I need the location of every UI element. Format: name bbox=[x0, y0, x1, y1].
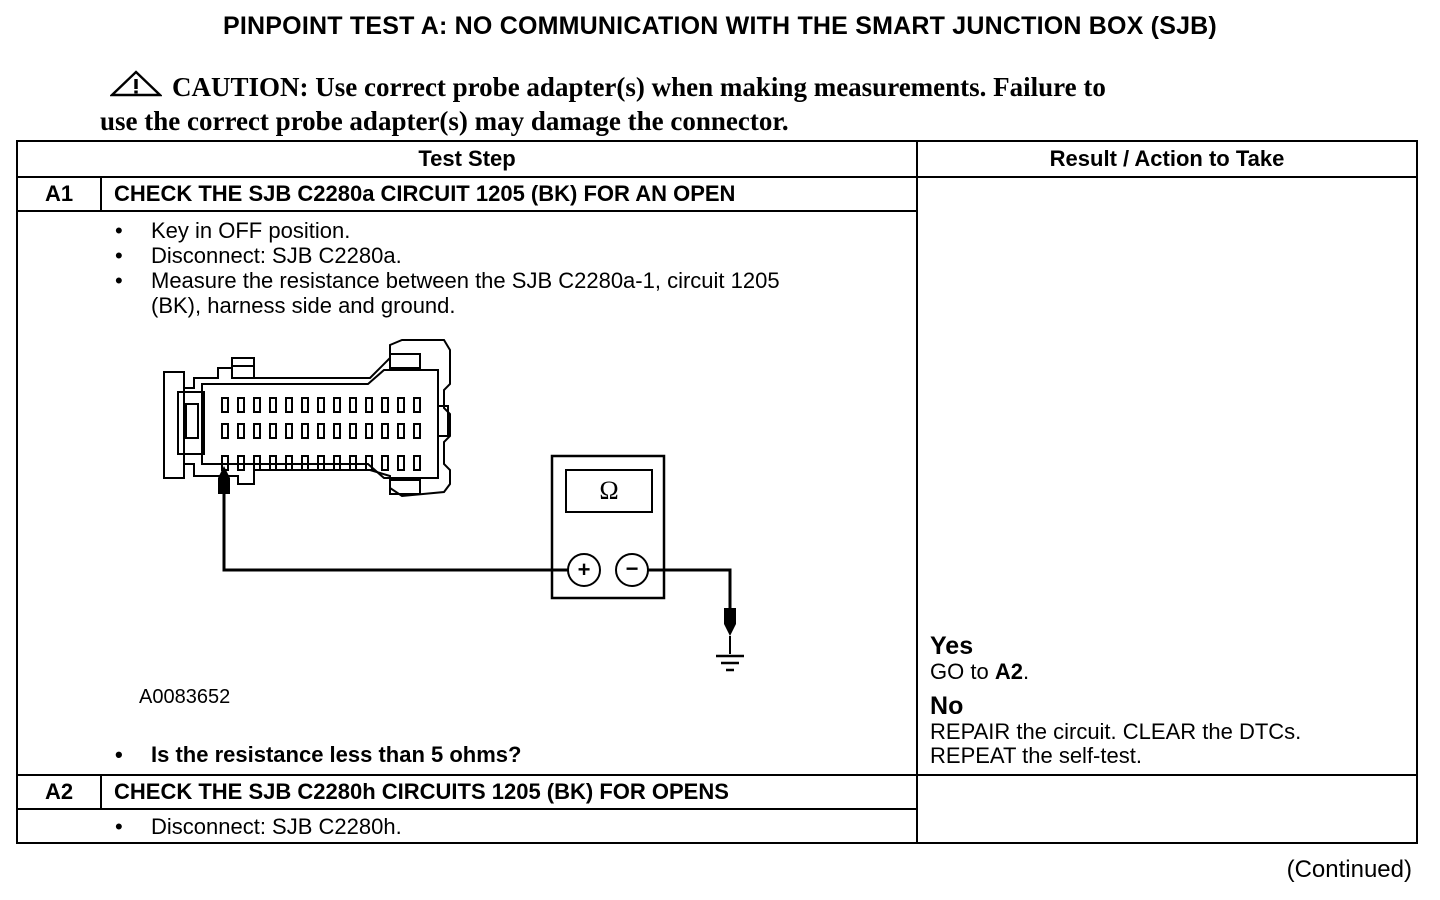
ohmmeter-icon bbox=[550, 454, 666, 600]
pinpoint-test-table: Test Step Result / Action to Take A1 CHE… bbox=[15, 140, 1419, 844]
result-no-action-1: REPAIR the circuit. CLEAR the DTCs. bbox=[930, 719, 1302, 744]
result-yes-label: Yes bbox=[930, 632, 974, 660]
minus-terminal: − bbox=[625, 556, 639, 581]
list-item: (BK), harness side and ground. bbox=[151, 293, 456, 318]
step-a2-header-row: A2 CHECK THE SJB C2280h CIRCUITS 1205 (B… bbox=[16, 774, 1419, 844]
caution-line-2: use the correct probe adapter(s) may dam… bbox=[100, 106, 789, 136]
step-a1-header-row: A1 CHECK THE SJB C2280a CIRCUIT 1205 (BK… bbox=[16, 176, 1419, 776]
result-a1: Yes GO to A2. No REPAIR the circuit. CLE… bbox=[930, 632, 1301, 768]
step-a1-body: •Key in OFF position. •Disconnect: SJB C… bbox=[15, 210, 919, 776]
list-item: •Disconnect: SJB C2280a. bbox=[115, 243, 402, 268]
step-a2-body: •Disconnect: SJB C2280h. bbox=[15, 808, 919, 844]
ohm-symbol: Ω bbox=[599, 476, 619, 505]
figure-label: A0083652 bbox=[139, 686, 231, 708]
page-title: PINPOINT TEST A: NO COMMUNICATION WITH T… bbox=[223, 12, 1217, 40]
step-id-a1: A1 bbox=[16, 176, 102, 212]
result-cell-a2 bbox=[916, 774, 1419, 844]
step-a1-question: • Is the resistance less than 5 ohms? bbox=[115, 742, 522, 767]
step-title-a1: CHECK THE SJB C2280a CIRCUIT 1205 (BK) F… bbox=[99, 176, 919, 212]
result-no-action-2: REPEAT the self-test. bbox=[930, 743, 1142, 768]
caution-line-1: CAUTION: Use correct probe adapter(s) wh… bbox=[172, 72, 1106, 102]
connector-meter-diagram bbox=[163, 339, 744, 672]
step-id-a2: A2 bbox=[16, 774, 102, 810]
header-test-step: Test Step bbox=[15, 140, 919, 178]
probe-icon bbox=[218, 466, 230, 494]
caution-note: CAUTION: Use correct probe adapter(s) wh… bbox=[100, 70, 1340, 137]
step-a2-body-row: •Disconnect: SJB C2280h. bbox=[15, 808, 1417, 844]
step-a1-body-row: •Key in OFF position. •Disconnect: SJB C… bbox=[15, 210, 1417, 776]
ground-probe-icon bbox=[724, 608, 736, 654]
result-no-label: No bbox=[930, 692, 964, 720]
list-item: •Key in OFF position. bbox=[115, 218, 351, 243]
step-a1-bullets: •Key in OFF position. •Disconnect: SJB C… bbox=[18, 212, 916, 318]
warning-triangle-icon bbox=[109, 70, 163, 105]
pin-cavities bbox=[221, 397, 421, 471]
step-a2-bullets: •Disconnect: SJB C2280h. bbox=[18, 810, 916, 839]
header-result-action: Result / Action to Take bbox=[916, 140, 1419, 178]
result-cell-a1: Yes GO to A2. No REPAIR the circuit. CLE… bbox=[916, 176, 1419, 776]
result-yes-action: GO to A2. bbox=[930, 659, 1030, 684]
plus-terminal: + bbox=[577, 557, 591, 582]
continued-label: (Continued) bbox=[1286, 856, 1412, 883]
list-item: •Measure the resistance between the SJB … bbox=[115, 268, 780, 293]
list-item: •Disconnect: SJB C2280h. bbox=[115, 814, 402, 839]
ground-symbol-icon bbox=[716, 654, 744, 672]
connector-figure: Ω + − A0083652 bbox=[18, 318, 916, 732]
table-header-row: Test Step Result / Action to Take bbox=[15, 140, 1419, 178]
step-title-a2: CHECK THE SJB C2280h CIRCUITS 1205 (BK) … bbox=[99, 774, 919, 810]
